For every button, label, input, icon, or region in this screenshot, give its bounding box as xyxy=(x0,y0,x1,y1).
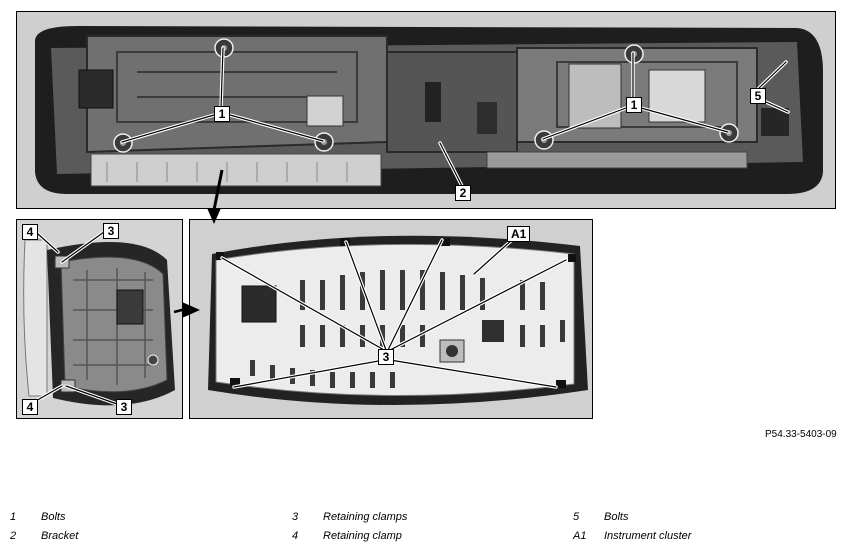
legend-label: Bolts xyxy=(41,511,66,523)
legend-label: Instrument cluster xyxy=(604,530,692,542)
cluster-side-photo xyxy=(16,219,183,419)
callout-a1: A1 xyxy=(507,226,531,242)
callout-3-center: 3 xyxy=(378,349,394,365)
callout-1-right: 1 xyxy=(626,97,642,113)
cluster-rear-photo xyxy=(189,219,593,419)
legend-number: 4 xyxy=(292,530,299,542)
callout-4-bottom: 4 xyxy=(22,399,38,415)
callout-3-bottom: 3 xyxy=(116,399,132,415)
cluster-side-illustration xyxy=(17,220,182,418)
legend-number: A1 xyxy=(573,530,587,542)
legend-number: 3 xyxy=(292,511,299,523)
legend-label: Retaining clamp xyxy=(323,530,402,542)
top-assembly-photo xyxy=(16,11,836,209)
legend-number: 2 xyxy=(10,530,17,542)
callout-2: 2 xyxy=(455,185,471,201)
legend-label: Bracket xyxy=(41,530,79,542)
callout-4-top: 4 xyxy=(22,224,38,240)
top-assembly-illustration xyxy=(17,12,835,208)
legend-number: 5 xyxy=(573,511,580,523)
legend-label: Retaining clamps xyxy=(323,511,408,523)
figure-reference-code: P54.33-5403-09 xyxy=(765,429,837,440)
callout-1-left: 1 xyxy=(214,106,230,122)
cluster-rear-illustration xyxy=(190,220,592,418)
callout-3-top: 3 xyxy=(103,223,119,239)
legend-label: Bolts xyxy=(604,511,629,523)
callout-5: 5 xyxy=(750,88,766,104)
legend-number: 1 xyxy=(10,511,17,523)
